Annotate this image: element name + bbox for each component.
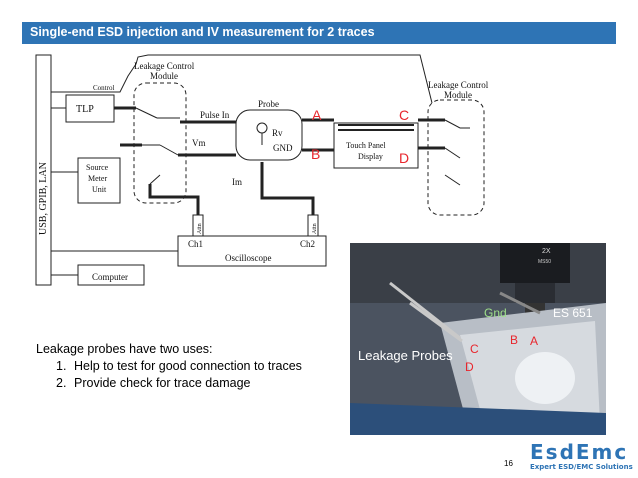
photo-illustration: 2X MS50 Gnd ES 651 Leakage Probes A B C … (350, 243, 606, 435)
smu-label-3: Unit (92, 185, 107, 194)
marker-c: C (399, 107, 409, 123)
uses-item-1-number: 1. (56, 359, 67, 373)
ch1-label: Ch1 (188, 239, 203, 249)
probe-label: Probe (258, 99, 279, 109)
bus-label: USB, GPIB, LAN (38, 162, 49, 235)
lcm-right-label-1: Leakage Control (428, 80, 489, 90)
lcm-left-label-2: Module (150, 71, 178, 81)
computer-label: Computer (92, 272, 128, 282)
touch-panel-label-1: Touch Panel (346, 141, 386, 150)
photo-es-label: ES 651 (553, 306, 593, 320)
probe-setup-photo: 2X MS50 Gnd ES 651 Leakage Probes A B C … (350, 243, 606, 435)
marker-d: D (399, 150, 409, 166)
smu-box (77, 157, 121, 204)
photo-marker-a: A (530, 334, 538, 348)
lcm-left-box (133, 82, 187, 204)
lcm-right-box (427, 99, 485, 216)
uses-item-2: 2. Provide check for trace damage (36, 375, 302, 392)
uses-text-block: Leakage probes have two uses: 1. Help to … (36, 341, 302, 392)
photo-marker-b: B (510, 333, 518, 347)
slide-title-bar: Single-end ESD injection and IV measurem… (22, 22, 616, 44)
scope-text-2: MS50 (538, 259, 551, 265)
control-label: Control (93, 84, 114, 92)
oscilloscope-box (177, 235, 327, 267)
bus-bar (35, 54, 52, 286)
oscilloscope-label: Oscilloscope (225, 253, 272, 263)
lcm-left-label-1: Leakage Control (134, 61, 195, 71)
photo-leakage-probes-label: Leakage Probes (358, 348, 453, 363)
smu-label-1: Source (86, 163, 109, 172)
page-number: 16 (504, 459, 513, 468)
uses-item-1: 1. Help to test for good connection to tr… (36, 358, 302, 375)
touch-panel-label-2: Display (358, 152, 383, 161)
uses-item-2-text: Provide check for trace damage (74, 376, 251, 390)
uses-item-1-text: Help to test for good connection to trac… (74, 359, 302, 373)
logo-main-text: EsdEmc (530, 440, 629, 464)
rv-label: Rv (272, 128, 283, 138)
probe-box (235, 109, 303, 161)
logo-sub-text: Expert ESD/EMC Solutions (530, 463, 633, 471)
smu-label-2: Meter (88, 174, 107, 183)
uses-intro: Leakage probes have two uses: (36, 342, 213, 356)
attn-label-2: Attn (312, 223, 318, 234)
marker-b: B (311, 146, 320, 162)
lcm-right-label-2: Module (444, 90, 472, 100)
attn-label-1: Attn (197, 223, 203, 234)
im-label: Im (232, 177, 242, 187)
vm-label: Vm (192, 138, 206, 148)
slide-title: Single-end ESD injection and IV measurem… (30, 25, 375, 39)
tlp-label: TLP (76, 104, 94, 115)
esdemc-logo: EsdEmc Expert ESD/EMC Solutions (530, 440, 633, 476)
photo-marker-d: D (465, 360, 474, 374)
ch2-label: Ch2 (300, 239, 315, 249)
pulse-in-label: Pulse In (200, 110, 230, 120)
marker-a: A (312, 107, 322, 123)
photo-gnd-label: Gnd (484, 306, 507, 320)
scope-text-1: 2X (542, 248, 551, 255)
photo-marker-c: C (470, 342, 479, 356)
gnd-label: GND (273, 143, 293, 153)
uses-item-2-number: 2. (56, 376, 67, 390)
